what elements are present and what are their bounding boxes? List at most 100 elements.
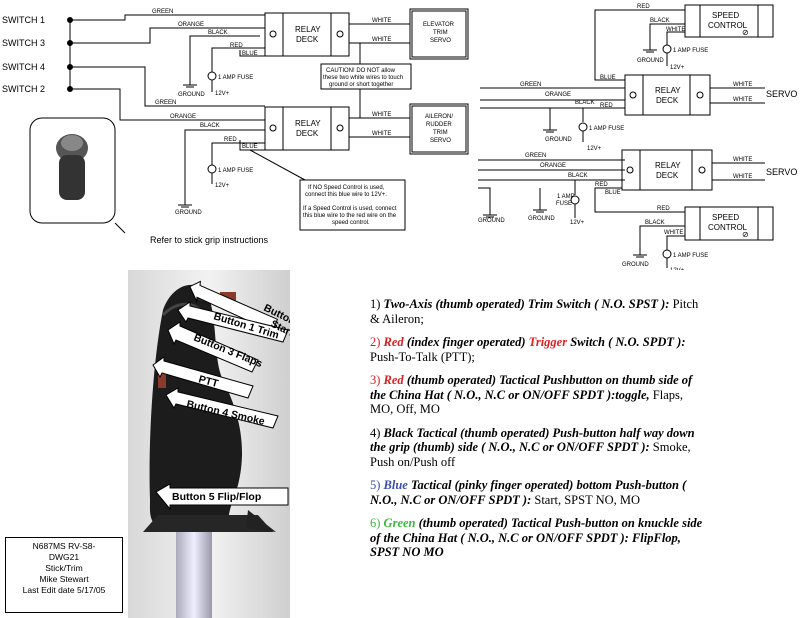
voltage-label: 12V+	[570, 220, 585, 226]
elevator-servo-line: ELEVATOR	[423, 22, 455, 28]
wire-blue-label: BLUE	[242, 51, 258, 57]
wire-orange-label: ORANGE	[178, 22, 204, 28]
wire-black-label: BLACK	[568, 173, 588, 179]
author: Mike Stewart	[39, 574, 89, 584]
stick-grip-reference: Refer to stick grip instructions	[150, 235, 269, 245]
ptt-label: PTT	[197, 373, 220, 390]
speed-control-line: SPEED	[712, 11, 739, 20]
fuse-split-line: 1 AMP	[557, 194, 575, 200]
wire-black-label: BLACK	[208, 30, 228, 36]
wire-white-label: WHITE	[372, 37, 391, 43]
potentiometer-icon: ⊘	[742, 28, 749, 37]
elevator-servo-line: SERVO	[430, 38, 451, 44]
note-line: If NO Speed Control is used,	[308, 185, 385, 191]
wire-orange-label: ORANGE	[170, 114, 196, 120]
stick-grip-photo: Button 6 Eng Start Button 1 Trim Button …	[128, 270, 290, 618]
ground-label: GROUND	[178, 92, 205, 98]
servo-label: SERVO	[766, 89, 797, 99]
description-6: 6) Green (thumb operated) Tactical Push-…	[370, 516, 703, 559]
voltage-label: 12V+	[670, 65, 685, 71]
note-line: connect this blue wire to 12V+.	[305, 192, 387, 198]
aileron-servo-line: RUDDER	[426, 122, 452, 128]
voltage-label: 12V+	[215, 183, 230, 189]
button-5-label: Button 5 Flip/Flop	[172, 491, 261, 503]
ground-label: GROUND	[528, 216, 555, 222]
aileron-servo-line: AILERON/	[425, 114, 453, 120]
wire-red-label: RED	[224, 137, 237, 143]
edit-date: Last Edit date 5/17/05	[22, 585, 106, 595]
note-line: this blue wire to the red wire on the	[303, 213, 397, 219]
wire-red-label: RED	[657, 206, 670, 212]
switch-2-label: SWITCH 2	[2, 84, 45, 94]
ground-label: GROUND	[545, 137, 572, 143]
description-5: 5) Blue Tactical (pinky finger operated)…	[370, 478, 687, 507]
caution-line: ground or short together	[329, 82, 393, 88]
wire-white-label: WHITE	[733, 97, 752, 103]
wire-red-label: RED	[230, 43, 243, 49]
speed-control-line: CONTROL	[708, 21, 748, 30]
speed-control-line: CONTROL	[708, 223, 748, 232]
fuse-split-line: FUSE	[556, 201, 572, 207]
wire-white-label: WHITE	[372, 18, 391, 24]
button-descriptions: 1) Two-Axis (thumb operated) Trim Switch…	[370, 297, 705, 569]
wire-white-label: WHITE	[733, 157, 752, 163]
switch-1-label: SWITCH 1	[2, 15, 45, 25]
wire-black-label: BLACK	[645, 220, 665, 226]
voltage-label: 12V+	[587, 146, 602, 152]
wire-green-label: GREEN	[525, 153, 546, 159]
aileron-servo-line: SERVO	[430, 138, 451, 144]
elevator-servo-line: TRIM	[433, 30, 448, 36]
ground-label: GROUND	[478, 218, 505, 224]
wire-red-label: RED	[600, 103, 613, 109]
ground-label: GROUND	[622, 262, 649, 268]
description-3: 3) Red (thumb operated) Tactical Pushbut…	[370, 373, 693, 416]
description-2: 2) Red (index finger operated) Trigger S…	[370, 335, 686, 364]
ground-label: GROUND	[175, 210, 202, 216]
wire-black-label: BLACK	[650, 18, 670, 24]
description-4: 4) Black Tactical (thumb operated) Push-…	[370, 425, 695, 469]
wire-blue-label: BLUE	[600, 75, 616, 81]
wiring-schematic: SWITCH 1 SWITCH 3 SWITCH 4 SWITCH 2 GREE…	[2, 4, 797, 270]
wire-white-label: WHITE	[733, 174, 752, 180]
drawing-number-line2: DWG21	[48, 552, 80, 562]
wire-white-label: WHITE	[733, 82, 752, 88]
button-4-label: Button 4 Smoke	[185, 398, 266, 428]
note-line: If a Speed Control is used, connect	[303, 206, 397, 212]
drawing-title: Stick/Trim	[45, 563, 83, 573]
wire-white-label: WHITE	[666, 27, 685, 33]
wire-green-label: GREEN	[155, 100, 176, 106]
wire-orange-label: ORANGE	[545, 92, 571, 98]
wire-green-label: GREEN	[520, 82, 541, 88]
wire-green-label: GREEN	[152, 9, 173, 15]
wire-white-label: WHITE	[372, 112, 391, 118]
wire-orange-label: ORANGE	[540, 163, 566, 169]
fuse-label: 1 AMP FUSE	[673, 253, 708, 259]
button-callouts: Button 6 Eng Start Button 1 Trim Button …	[152, 280, 290, 511]
servo-label: SERVO	[766, 167, 797, 177]
drawing-number: N687MS RV-S8-	[32, 541, 96, 551]
fuse-label: 1 AMP FUSE	[218, 75, 253, 81]
title-block: N687MS RV-S8- DWG21 Stick/Trim Mike Stew…	[5, 537, 123, 613]
wire-red-label: RED	[637, 4, 650, 10]
fuse-label: 1 AMP FUSE	[589, 126, 624, 132]
wire-black-label: BLACK	[200, 123, 220, 129]
potentiometer-icon: ⊘	[742, 230, 749, 239]
stick-grip-thumbnail	[56, 134, 88, 200]
caution-line: these two white wires to touch	[323, 75, 403, 81]
fuse-label: 1 AMP FUSE	[218, 168, 253, 174]
caution-line: CAUTION! DO NOT allow	[326, 68, 396, 74]
aileron-servo-line: TRIM	[433, 130, 448, 136]
switch-3-label: SWITCH 3	[2, 38, 45, 48]
note-line: speed control.	[332, 220, 370, 226]
wire-red-label: RED	[595, 182, 608, 188]
voltage-label: 12V+	[670, 268, 685, 270]
description-1: 1) Two-Axis (thumb operated) Trim Switch…	[370, 297, 699, 326]
voltage-label: 12V+	[215, 91, 230, 97]
fuse-label: 1 AMP FUSE	[673, 48, 708, 54]
wire-white-label: WHITE	[372, 131, 391, 137]
wire-blue-label: BLUE	[605, 190, 621, 196]
